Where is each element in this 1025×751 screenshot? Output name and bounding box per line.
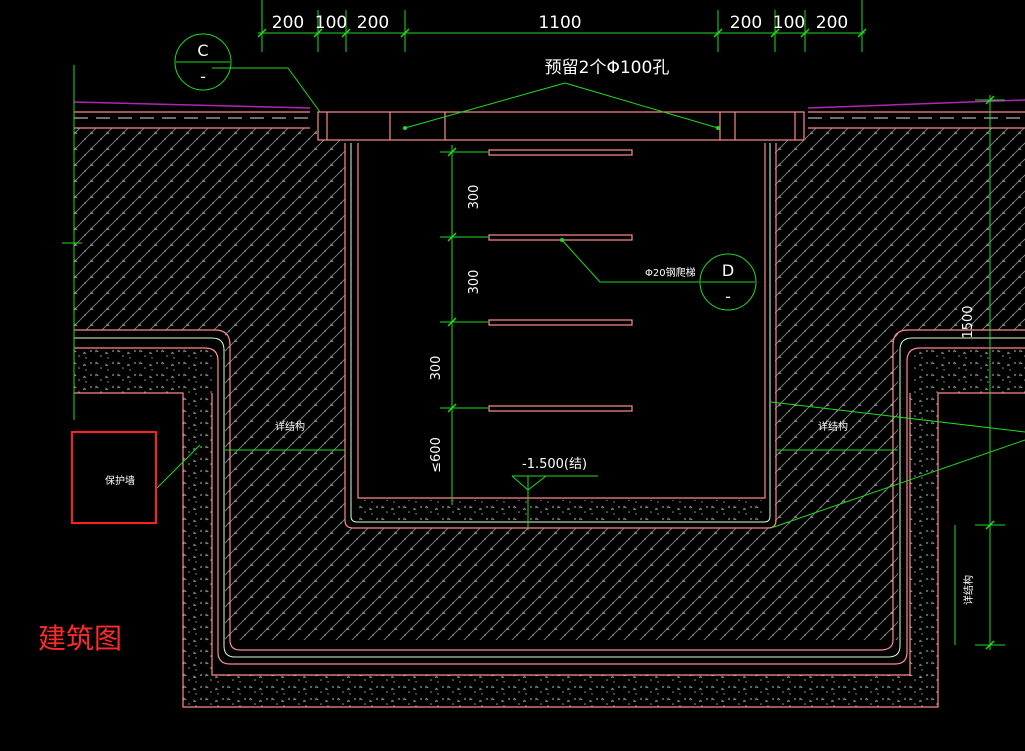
protect-wall-note: 保护墙 <box>105 474 135 487</box>
c-bubble: C - <box>174 33 232 91</box>
rung-note: Φ20钢爬梯 <box>645 266 696 279</box>
outline-lines <box>74 111 1025 708</box>
dim-100-a: 100 <box>315 13 347 33</box>
holes-note: 预留2个Φ100孔 <box>545 58 670 78</box>
rung-dim-1: 300 <box>467 185 482 210</box>
dimension-ticks <box>257 28 995 650</box>
rung-marker <box>560 238 564 242</box>
membrane-lines <box>74 143 1025 658</box>
gravel-left <box>74 348 212 393</box>
right-total-dim: 1500 <box>961 305 976 338</box>
hole-marker-right <box>716 126 720 130</box>
ground-line <box>73 99 1025 109</box>
rung-dim-4: ≤600 <box>429 437 444 473</box>
drawing-title: 建筑图 <box>38 622 122 655</box>
gravel-shaft-bottom <box>358 500 765 520</box>
d-bubble-label: D <box>722 261 734 280</box>
structure-vertical-note: 详结构 <box>962 575 975 605</box>
dim-100-b: 100 <box>773 13 805 33</box>
rung-dim-3: 300 <box>429 356 444 381</box>
protect-wall-box <box>71 431 157 524</box>
d-bubble: D - <box>699 253 757 311</box>
d-bubble-sub: - <box>725 287 731 306</box>
bottom-level-note: -1.500(结) <box>522 457 587 472</box>
dim-1100: 1100 <box>538 13 581 33</box>
gravel-bottom <box>183 675 938 707</box>
gravel-wall-right <box>910 393 940 678</box>
c-bubble-sub: - <box>200 67 206 86</box>
dimension-lines <box>62 0 1025 650</box>
dim-200-c: 200 <box>730 13 762 33</box>
structure-right-note: 详结构 <box>818 420 848 433</box>
hole-marker-left <box>403 126 407 130</box>
dim-200-b: 200 <box>357 13 389 33</box>
rung-dimension-labels: 300 300 300 ≤600 <box>429 185 482 473</box>
c-bubble-label: C <box>197 41 208 60</box>
structure-hatch <box>74 128 1025 640</box>
dim-200-a: 200 <box>272 13 304 33</box>
gravel-wall-left <box>183 393 213 678</box>
dim-200-d: 200 <box>816 13 848 33</box>
structure-left-note: 详结构 <box>275 420 305 433</box>
gravel-right <box>913 348 1025 393</box>
top-dimension-labels: 200 100 200 1100 200 100 200 <box>272 13 848 33</box>
rung-dim-2: 300 <box>467 270 482 295</box>
